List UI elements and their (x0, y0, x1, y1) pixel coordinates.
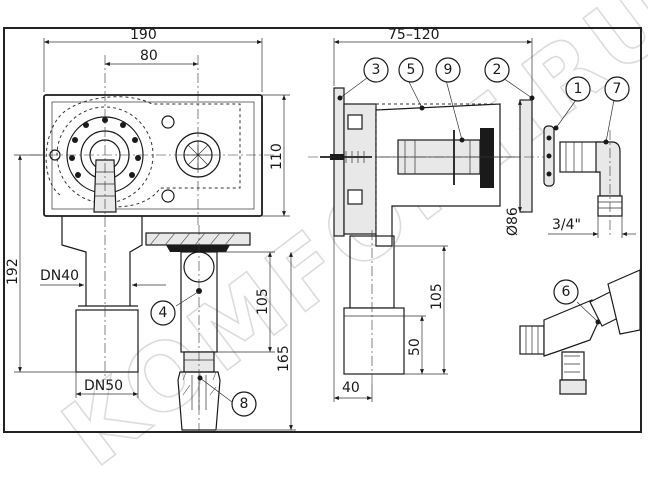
siphon-section-view: 105 165 (145, 225, 296, 435)
dim-diameter-86: Ø86 (505, 207, 521, 236)
svg-text:1: 1 (574, 81, 583, 97)
callout-7: 7 (604, 76, 630, 102)
svg-text:3: 3 (372, 62, 381, 78)
dim-105-centre: 105 (255, 288, 271, 315)
svg-text:4: 4 (159, 305, 168, 321)
svg-text:7: 7 (613, 81, 622, 97)
callout-8: 8 (231, 391, 257, 417)
callout-9: 9 (435, 57, 461, 83)
dim-190: 190 (130, 27, 157, 43)
connector-detail: 3/4" (543, 125, 636, 238)
callout-4: 4 (150, 300, 176, 326)
dim-40: 40 (342, 380, 360, 396)
dim-165: 165 (276, 345, 292, 372)
svg-text:6: 6 (562, 284, 571, 300)
dim-75-120: 75–120 (388, 27, 440, 43)
svg-text:2: 2 (493, 62, 502, 78)
angle-valve-detail (519, 269, 641, 395)
dim-dn50: DN50 (84, 378, 123, 394)
watermark: KOMFORT.RU (43, 0, 648, 488)
callout-3: 3 (363, 57, 389, 83)
dim-110: 110 (269, 143, 285, 170)
svg-text:8: 8 (240, 396, 249, 412)
front-view: 190 80 110 192 DN40 DN50 (5, 27, 290, 398)
dim-3-4-inch: 3/4" (552, 217, 581, 233)
svg-text:KOMFORT.RU: KOMFORT.RU (44, 0, 648, 488)
dim-50: 50 (407, 338, 423, 356)
svg-text:9: 9 (444, 62, 453, 78)
leader-lines (175, 77, 615, 403)
callout-1: 1 (565, 76, 591, 102)
dim-105-right: 105 (429, 283, 445, 310)
callout-6: 6 (553, 279, 579, 305)
side-section-view: 75–120 Ø86 105 50 40 (308, 27, 548, 402)
svg-text:5: 5 (407, 62, 416, 78)
callout-5: 5 (398, 57, 424, 83)
dim-192: 192 (5, 258, 21, 285)
callout-2: 2 (484, 57, 510, 83)
dim-80: 80 (140, 48, 158, 64)
dim-dn40: DN40 (40, 268, 79, 284)
drawing-frame (3, 27, 642, 433)
